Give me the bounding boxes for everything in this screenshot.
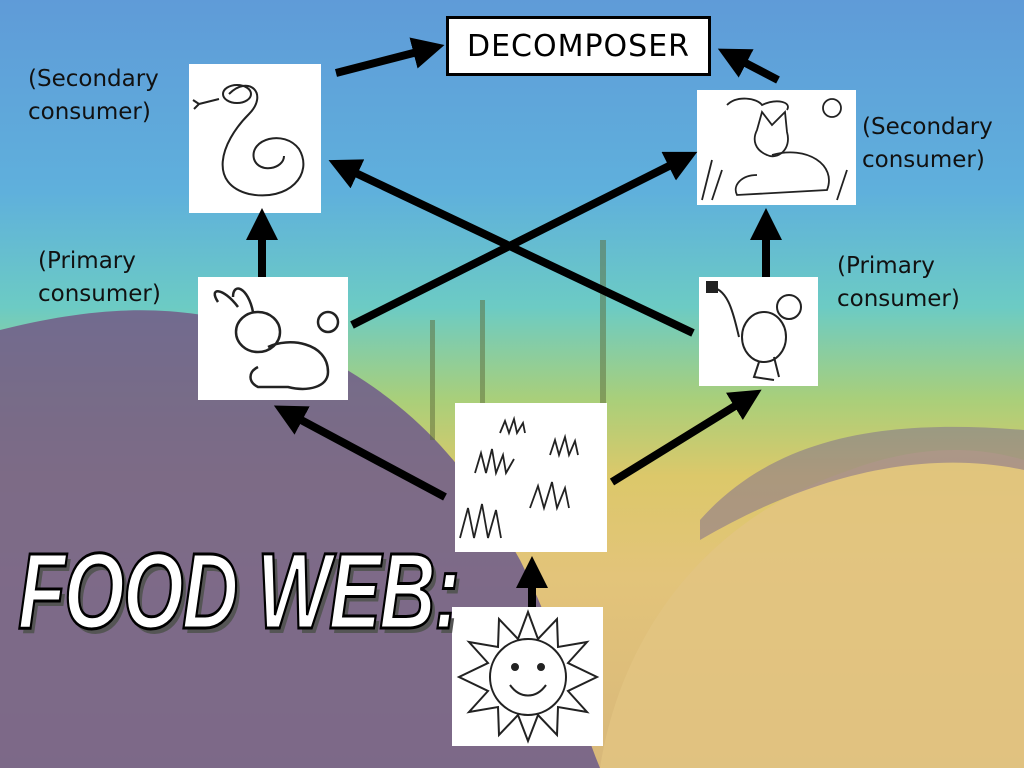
arrow-grass-to-rabbit [273, 405, 447, 501]
sun-image [452, 607, 603, 746]
jerboa-image [699, 277, 818, 386]
page-title: FOOD WEB: [17, 529, 461, 653]
decomposer-box: DECOMPOSER [446, 16, 711, 76]
arrow-rabbit-to-fox [350, 151, 698, 329]
arrow-jerboa-to-snake [328, 159, 695, 337]
arrow-snake-to-decomposer [335, 37, 445, 77]
grass-image [455, 403, 607, 552]
snake-image [189, 64, 321, 213]
fox-image [697, 90, 856, 205]
arrow-grass-to-jerboa [609, 389, 762, 486]
rabbit-image [198, 277, 348, 400]
arrow-fox-to-decomposer [717, 48, 780, 84]
